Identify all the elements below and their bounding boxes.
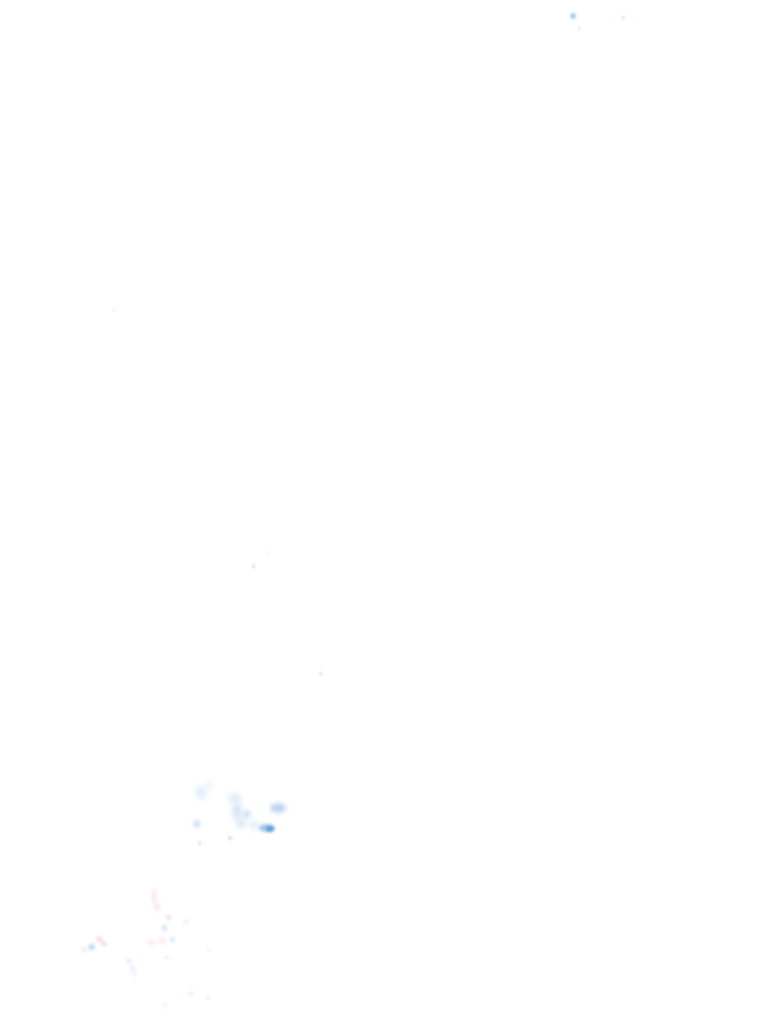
- scan-speck: [268, 552, 270, 554]
- ink-smudge-blue: [243, 810, 251, 818]
- ink-smudge-blue: [205, 781, 213, 789]
- ink-smudge-blue: [194, 820, 200, 828]
- ink-speck-blue: [133, 972, 136, 976]
- ink-speck-pink: [158, 938, 166, 944]
- ink-speck-blue: [131, 966, 134, 971]
- ink-speck-pink: [165, 956, 168, 959]
- ink-smudge-blue-dark: [266, 826, 274, 832]
- ink-smudge-blue: [228, 836, 232, 840]
- ink-speck-blue: [88, 944, 95, 950]
- ink-speck-pink: [198, 841, 201, 845]
- ink-speck-pink: [148, 940, 154, 945]
- scan-speck: [112, 308, 115, 311]
- ink-smudge-blue: [196, 786, 206, 800]
- ink-speck-blue: [127, 959, 131, 963]
- ink-speck-blue: [162, 925, 167, 931]
- scan-speck-top-right: [570, 13, 576, 19]
- ink-streak-pink: [155, 903, 159, 911]
- ink-smudge-blue: [250, 820, 258, 830]
- scan-speck-top-right: [578, 27, 580, 31]
- ink-smudge-blue: [228, 793, 242, 803]
- ink-speck-blue: [184, 920, 188, 924]
- ink-smudge-blue: [236, 818, 246, 828]
- ink-smudge-blue: [270, 803, 286, 813]
- ink-speck-blue: [189, 992, 193, 996]
- ink-speck-blue: [163, 1004, 167, 1007]
- ink-speck-blue: [82, 948, 86, 952]
- ink-speck-blue: [207, 948, 211, 951]
- ink-speck-pink: [166, 915, 171, 920]
- ink-speck-pink: [101, 941, 106, 946]
- scan-speck-top-right: [622, 16, 625, 19]
- ink-speck-pink: [96, 936, 102, 942]
- ink-smudge-blue-dark: [259, 824, 275, 832]
- scan-speck: [252, 565, 255, 568]
- ink-streak-pink: [152, 888, 156, 904]
- ink-speck-blue: [170, 937, 175, 942]
- scan-speck: [319, 672, 323, 675]
- ink-speck-blue: [206, 996, 210, 999]
- ink-smudge-blue: [232, 803, 242, 819]
